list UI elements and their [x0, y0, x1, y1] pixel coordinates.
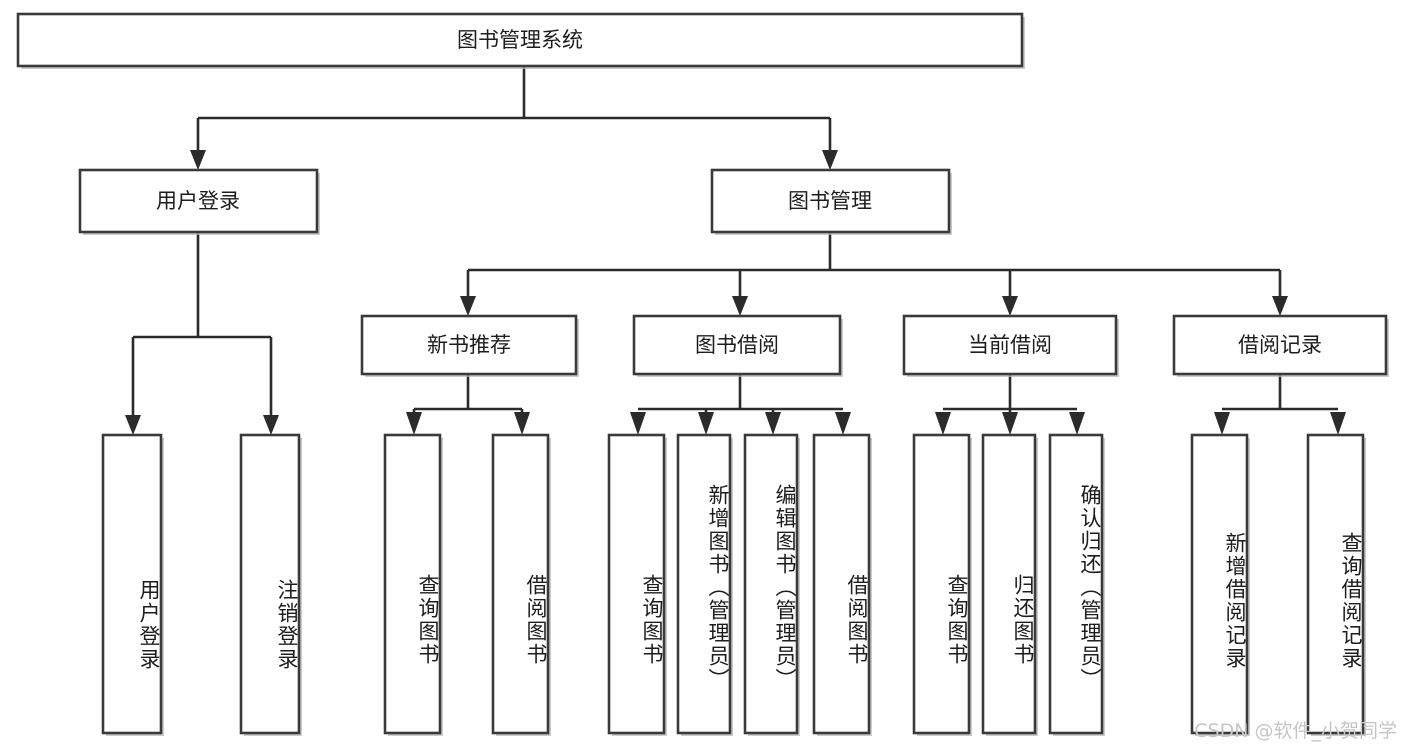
- leaf-user-login-logout[interactable]: [239, 433, 302, 736]
- leaf-new-book-borrow[interactable]: [491, 433, 551, 736]
- arrow-root-to-user-login: [190, 150, 206, 170]
- leaf-book-borrow-edit[interactable]: [743, 433, 800, 736]
- arrow-to-new-book: [460, 296, 476, 316]
- node-user-login[interactable]: 用户登录: [78, 168, 320, 235]
- leaf-user-login-login[interactable]: [101, 433, 164, 736]
- arrow-book-borrow-leaf3: [765, 412, 781, 435]
- arrow-book-borrow-leaf2: [698, 412, 714, 435]
- arrow-to-borrow-record: [1272, 296, 1288, 316]
- arrow-current-borrow-leaf2: [1002, 412, 1018, 435]
- node-new-book-recommend-label: 新书推荐: [427, 333, 511, 357]
- csdn-watermark: CSDN @软件_小贺同学: [1194, 720, 1397, 742]
- node-user-login-label: 用户登录: [156, 189, 240, 213]
- node-borrow-record[interactable]: 借阅记录: [1172, 314, 1389, 377]
- arrow-to-current-borrow: [1002, 296, 1018, 316]
- node-new-book-recommend[interactable]: 新书推荐: [360, 314, 579, 377]
- edges-layer: [125, 66, 1346, 435]
- arrow-root-to-book-mgmt: [822, 150, 838, 170]
- nodes-layer: 图书管理系统 用户登录 图书管理 新书推荐: [16, 12, 1389, 736]
- arrow-book-borrow-leaf1: [630, 412, 646, 435]
- arrow-current-borrow-leaf1: [935, 412, 951, 435]
- leaf-current-borrow-return[interactable]: [981, 433, 1038, 736]
- leaf-new-book-query[interactable]: [383, 433, 443, 736]
- arrow-to-book-borrow: [732, 296, 748, 316]
- leaf-current-borrow-query[interactable]: [912, 433, 972, 736]
- node-root-label: 图书管理系统: [457, 28, 583, 52]
- arrow-new-book-leaf2: [514, 412, 530, 435]
- node-book-management-label: 图书管理: [788, 189, 872, 213]
- node-root[interactable]: 图书管理系统: [16, 12, 1025, 69]
- arrow-borrow-record-leaf2: [1330, 412, 1346, 435]
- node-book-borrow[interactable]: 图书借阅: [632, 314, 843, 377]
- arrow-borrow-record-leaf1: [1214, 412, 1230, 435]
- node-current-borrow[interactable]: 当前借阅: [902, 314, 1119, 377]
- node-book-management[interactable]: 图书管理: [710, 168, 952, 235]
- leaf-borrow-record-add[interactable]: [1190, 433, 1250, 736]
- leaf-current-borrow-confirm[interactable]: [1048, 433, 1105, 736]
- leaf-borrow-record-query[interactable]: [1306, 433, 1366, 736]
- node-current-borrow-label: 当前借阅: [968, 333, 1052, 357]
- arrow-new-book-leaf1: [406, 412, 422, 435]
- leaf-book-borrow-borrow[interactable]: [812, 433, 872, 736]
- leaf-book-borrow-query[interactable]: [607, 433, 667, 736]
- arrow-current-borrow-leaf3: [1069, 412, 1085, 435]
- node-book-borrow-label: 图书借阅: [695, 333, 779, 357]
- arrow-book-borrow-leaf4: [835, 412, 851, 435]
- leaf-book-borrow-add[interactable]: [676, 433, 733, 736]
- arrow-user-login-leaf1: [125, 415, 141, 435]
- arrow-user-login-leaf2: [263, 415, 279, 435]
- node-borrow-record-label: 借阅记录: [1238, 333, 1322, 357]
